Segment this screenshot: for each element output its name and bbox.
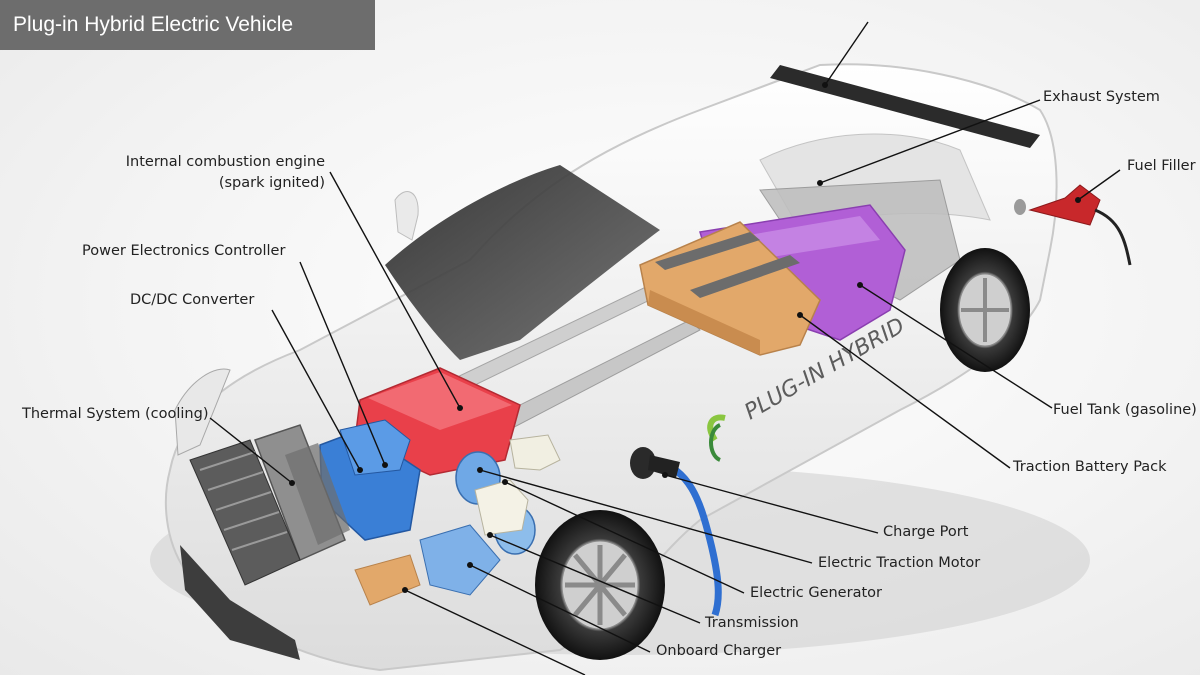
leader-dots [289, 82, 1081, 593]
lower-grille [180, 545, 300, 660]
label-internal-combustion-engine: Internal combustion engine (spark ignite… [110, 152, 325, 194]
grille-slats [199, 451, 288, 551]
label-dcdc-converter: DC/DC Converter [130, 292, 255, 308]
label-charge-port: Charge Port [883, 524, 969, 540]
leader-lines [209, 21, 1121, 675]
label-ice-line2: (spark ignited) [218, 175, 325, 191]
leader-fuel-filler [1077, 169, 1121, 201]
leader-charge-port [664, 474, 879, 534]
battery-side [648, 290, 760, 355]
side-mirror [394, 191, 419, 241]
label-fuel-filler: Fuel Filler [1127, 158, 1196, 174]
leader-fuel-tank [859, 284, 1053, 409]
label-transmission: Transmission [705, 615, 799, 631]
transmission-block [419, 524, 501, 596]
label-ice-line1: Internal combustion engine [125, 154, 325, 170]
label-electric-traction-motor: Electric Traction Motor [818, 555, 981, 571]
radiator-2 [285, 443, 350, 545]
battery-stripe-2 [690, 255, 800, 298]
onboard-charger [354, 554, 421, 606]
charge-port [630, 447, 722, 617]
label-thermal-system: Thermal System (cooling) [22, 406, 209, 422]
dcdc-block [339, 419, 411, 476]
label-fuel-tank: Fuel Tank (gasoline) [1053, 402, 1197, 418]
front-grille [189, 439, 301, 586]
front-wheel [535, 510, 665, 660]
windshield [385, 165, 660, 360]
label-electric-generator: Electric Generator [750, 585, 882, 601]
fuel-nozzle [1014, 184, 1132, 266]
leader-traction-battery [799, 314, 1011, 469]
coolant-tank-2 [509, 434, 561, 471]
leader-generator [504, 481, 745, 594]
leader-onboard-charger [469, 564, 651, 653]
leader-traction-motor [479, 469, 813, 564]
leader-thermal [209, 417, 293, 484]
leader-dcdc [271, 309, 361, 471]
label-exhaust-system: Exhaust System [1043, 89, 1160, 105]
rear-wheel [940, 248, 1030, 372]
battery-stripe-1 [655, 232, 760, 270]
engine-top [368, 372, 512, 430]
leader-ice [329, 171, 461, 409]
leader-roof [824, 21, 869, 86]
label-traction-battery-pack: Traction Battery Pack [1013, 459, 1167, 475]
leader-onboard [404, 589, 586, 675]
leader-exhaust [819, 99, 1041, 184]
roof-stripe [770, 65, 1040, 148]
diagram-title: Plug-in Hybrid Electric Vehicle [0, 0, 375, 50]
leader-transmission [489, 534, 701, 624]
label-power-electronics-controller: Power Electronics Controller [82, 243, 286, 259]
label-onboard-charger: Onboard Charger [656, 643, 782, 659]
headlight [174, 368, 231, 456]
leader-power-electronics [299, 261, 386, 466]
